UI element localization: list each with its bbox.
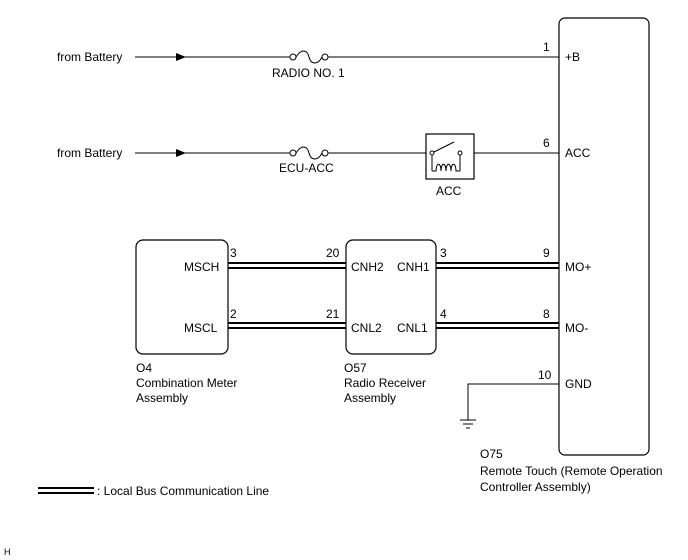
source-label-battery-1: from Battery <box>57 50 122 64</box>
pin-label-radio-cnl1: CNL1 <box>397 321 428 335</box>
pin-label-rt-mo-minus: MO- <box>565 321 588 335</box>
legend-bus-line-symbol <box>38 487 94 494</box>
pin-number-rt-8: 8 <box>543 307 550 321</box>
pin-label-radio-cnl2: CNL2 <box>351 321 382 335</box>
remote-touch-box <box>558 17 650 456</box>
pin-number-radio-20: 20 <box>326 246 340 260</box>
component-code-o4: O4 <box>136 361 152 375</box>
wire-ground <box>467 383 559 420</box>
component-code-o75: O75 <box>480 447 503 461</box>
fuse-label-radio-no1: RADIO NO. 1 <box>272 66 345 80</box>
fuse-ecu-acc <box>289 146 329 160</box>
radio-receiver-box <box>345 239 437 355</box>
bus-line-mscl-cnl2 <box>228 322 346 329</box>
component-name-o75-line1: Remote Touch (Remote Operation <box>480 464 663 478</box>
corner-mark: H <box>4 547 11 557</box>
pin-label-rt-mo-plus: MO+ <box>565 260 591 274</box>
pin-label-radio-cnh1: CNH1 <box>397 260 430 274</box>
bus-line-cnh1-mo-plus <box>436 262 559 269</box>
source-label-battery-2: from Battery <box>57 146 122 160</box>
pin-label-rt-acc: ACC <box>565 146 591 160</box>
relay-acc <box>425 133 475 180</box>
pin-number-meter-3: 3 <box>230 246 237 260</box>
fuse-radio-no1 <box>289 50 329 64</box>
pin-label-meter-mscl: MSCL <box>184 321 218 335</box>
component-name-o4-line2: Assembly <box>136 391 188 405</box>
pin-label-rt-plus-b: +B <box>565 50 580 64</box>
pin-label-rt-gnd: GND <box>565 377 592 391</box>
arrow-icon <box>176 53 186 61</box>
combination-meter-box <box>135 239 229 355</box>
pin-number-radio-21: 21 <box>326 307 340 321</box>
pin-number-radio-3: 3 <box>440 246 447 260</box>
pin-number-rt-6: 6 <box>543 136 550 150</box>
component-code-o57: O57 <box>344 361 367 375</box>
fuse-label-ecu-acc: ECU-ACC <box>279 161 334 175</box>
pin-number-rt-9: 9 <box>543 246 550 260</box>
component-name-o57-line1: Radio Receiver <box>344 376 426 390</box>
component-name-o75-line2: Controller Assembly) <box>480 480 591 494</box>
pin-number-radio-4: 4 <box>440 307 447 321</box>
component-name-o57-line2: Assembly <box>344 391 396 405</box>
relay-label-acc: ACC <box>436 184 462 198</box>
bus-line-msch-cnh2 <box>228 262 346 269</box>
pin-number-meter-2: 2 <box>230 307 237 321</box>
component-name-o4-line1: Combination Meter <box>136 376 237 390</box>
pin-label-meter-msch: MSCH <box>184 260 219 274</box>
legend-text: : Local Bus Communication Line <box>97 484 269 498</box>
pin-number-rt-10: 10 <box>538 368 552 382</box>
ground-icon <box>460 419 476 429</box>
pin-number-rt-1: 1 <box>543 40 550 54</box>
bus-line-cnl1-mo-minus <box>436 322 559 329</box>
pin-label-radio-cnh2: CNH2 <box>351 260 384 274</box>
arrow-icon <box>176 149 186 157</box>
